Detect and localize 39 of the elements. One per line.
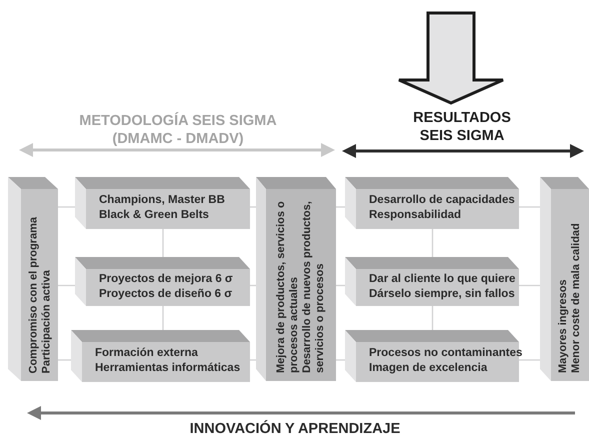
connector-line [519,284,540,286]
box-text: Herramientas informáticas [95,361,240,376]
box-text: Dárselo siempre, sin fallos [369,286,515,302]
box-text: Proyectos de diseño 6 σ [99,286,232,302]
3d-box [75,257,250,306]
3d-pillar [8,177,58,381]
connector-line [432,306,434,330]
3d-pillar [540,177,589,381]
3d-pillar [256,177,336,381]
pillar-text: Participación activa [40,268,52,373]
heading-label: INNOVACIÓN Y APRENDIZAJE [188,420,402,436]
box-text: Desarrollo de capacidades [369,193,515,208]
connector-line [162,229,164,257]
3d-box [71,330,250,382]
heading-label: METODOLOGÍA SEIS SIGMA (DMAMC - DMADV) [78,112,278,148]
box-text: Formación externa [95,346,198,361]
box-text: Imagen de excelencia [369,361,488,376]
connector-line [58,206,75,208]
connector-line [519,359,540,361]
pillar-text: Compromiso con el programa [26,216,40,373]
3d-box [75,177,250,229]
box-text: Champions, Master BB [99,193,225,208]
connector-line [58,359,71,361]
box-text: Proyectos de mejora 6 σ [99,272,233,286]
3d-box [345,257,519,306]
pillar-text: Mayores ingresos [557,278,570,373]
box-text: Responsabilidad [369,208,462,223]
box-text: Black & Green Belts [99,208,209,223]
3d-box [345,177,519,229]
connector-line [162,306,164,330]
heading-label: RESULTADOS SEIS SIGMA [412,109,512,145]
connector-line [58,284,75,286]
connector-line [432,229,434,257]
box-text: Dar al cliente lo que quiere [369,272,516,286]
box-text: Procesos no contaminantes [369,346,522,361]
pillar-text: Menor coste de mala calidad [570,222,583,373]
pillar-text: Mejora de productos, servicios o procesos actuales [275,200,301,373]
pillar-text: Desarrollo de nuevos productos, servicios o procesos [301,200,327,373]
connector-line [519,206,540,208]
